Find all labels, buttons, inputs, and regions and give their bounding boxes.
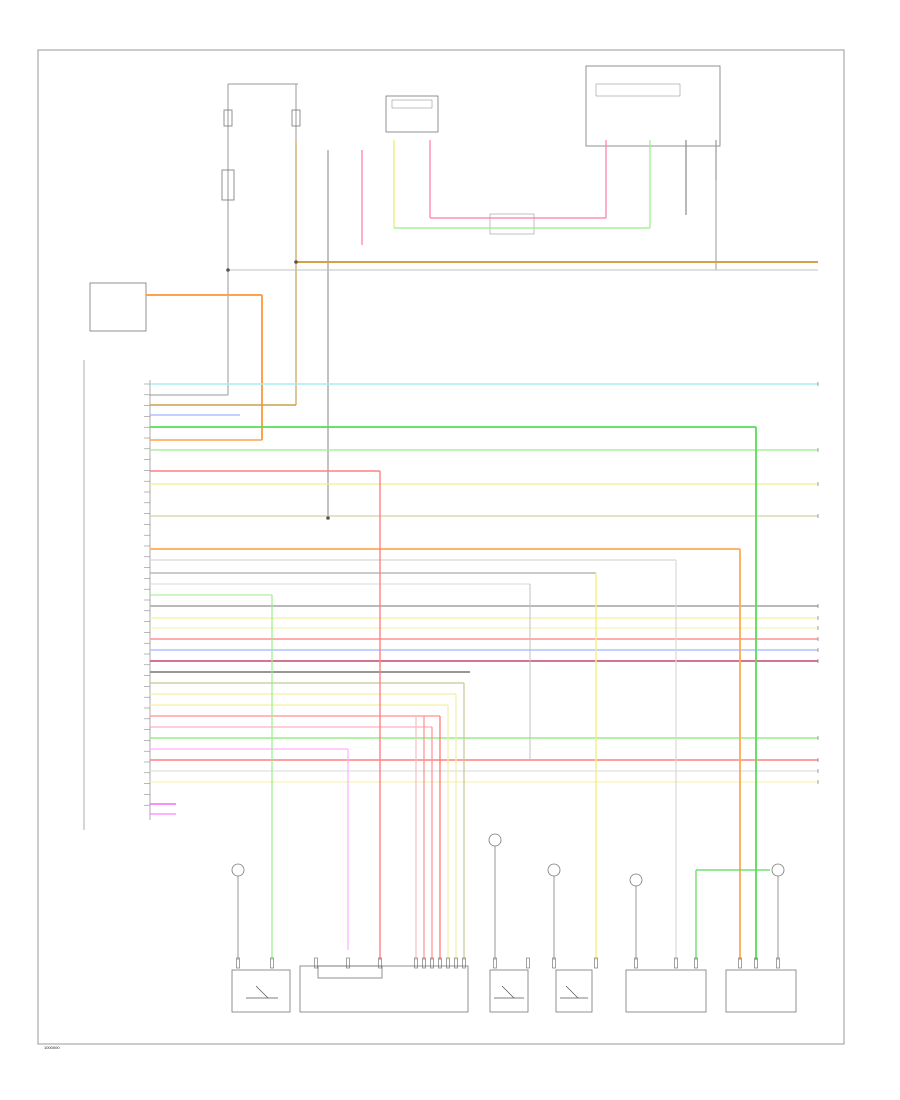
switch-symbols [246, 985, 588, 999]
connector-pin [754, 957, 758, 969]
connector-pin [526, 957, 530, 969]
connector-pin [430, 957, 434, 969]
connector-pin [776, 957, 780, 969]
splice-point [326, 516, 330, 520]
connector-pin [594, 957, 598, 969]
junction-connector-box [489, 213, 535, 235]
connector-pin [346, 957, 350, 969]
left-module-box [89, 282, 147, 332]
connector-pin [738, 957, 742, 969]
connector-pin [454, 957, 458, 969]
connector-pin [422, 957, 426, 969]
connector-pin [414, 957, 418, 969]
top-vertical-wires [295, 140, 717, 518]
body-control-module [299, 965, 469, 1013]
fuse-symbols [221, 109, 301, 201]
harness-wires [150, 383, 818, 815]
connector-pin [552, 957, 556, 969]
wire-labels [144, 382, 819, 806]
connector-pin [694, 957, 698, 969]
footer-code: 1000000 [44, 1045, 60, 1050]
relay-module-inner [391, 99, 433, 109]
connector-pin [634, 957, 638, 969]
control-unit-top-inner [595, 83, 681, 97]
connector-pin [378, 957, 382, 969]
door-switch-left-front [489, 969, 529, 1013]
splice-point [226, 268, 230, 272]
connector-pin [462, 957, 466, 969]
connector-pin [236, 957, 240, 969]
component-drops [226, 260, 779, 960]
splice-point [294, 260, 298, 264]
bottom-components [231, 965, 797, 1013]
door-switch-right-front [555, 969, 593, 1013]
connector-pin [270, 957, 274, 969]
connector-pin [493, 957, 497, 969]
door-switch-left-rear [231, 969, 291, 1013]
sensor-symbols [231, 833, 785, 887]
body-control-module-inner [317, 965, 383, 979]
diagram-border [37, 49, 845, 1045]
connector-pin [314, 957, 318, 969]
connector-pin [446, 957, 450, 969]
control-unit-top-box [585, 65, 721, 147]
power-feed-lines [150, 83, 717, 396]
connector-pin [438, 957, 442, 969]
relay-module-box [385, 95, 439, 133]
connector-pin [674, 957, 678, 969]
door-lock-module-left [625, 969, 707, 1013]
door-lock-module-right [725, 969, 797, 1013]
connector-pins [236, 957, 780, 969]
